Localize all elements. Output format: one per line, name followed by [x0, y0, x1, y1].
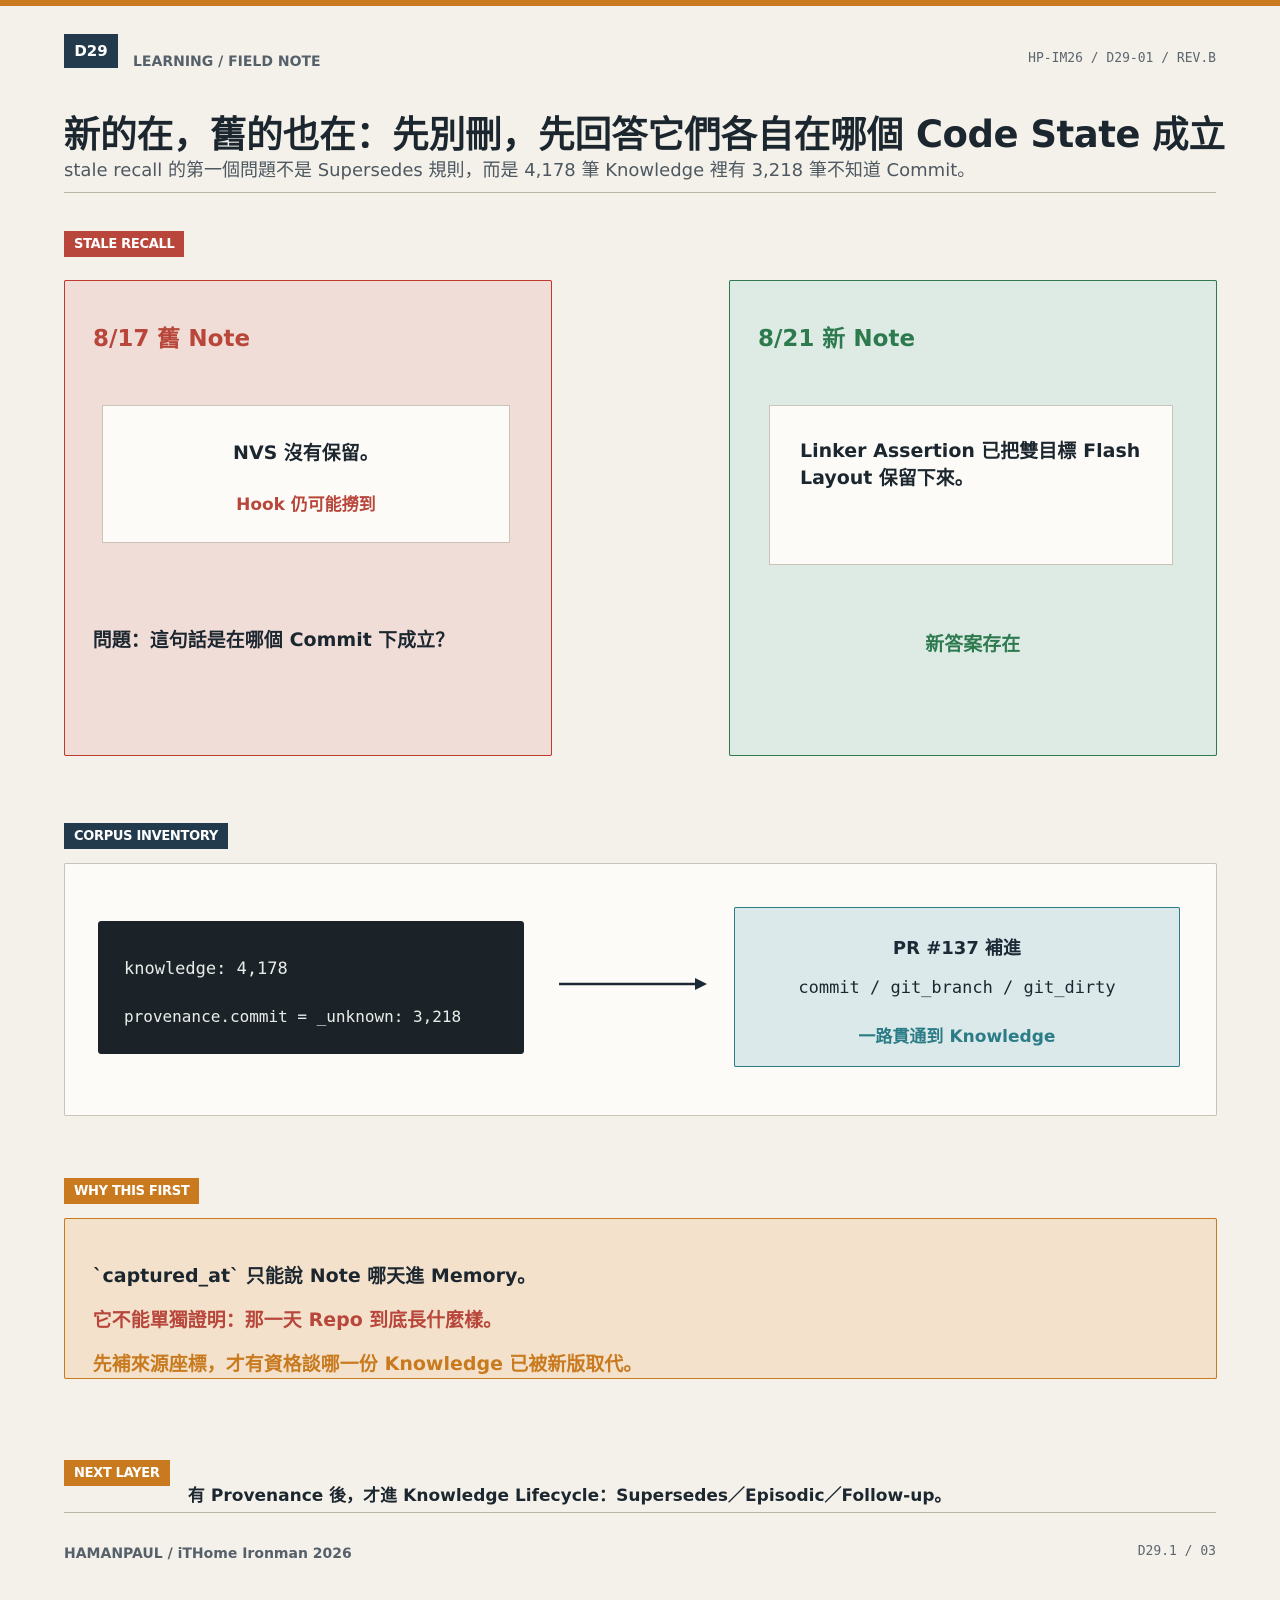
corpus-inventory-tag: CORPUS INVENTORY [64, 823, 228, 849]
why-this-first-tag: WHY THIS FIRST [64, 1178, 200, 1204]
old-note-card: NVS 沒有保留。 Hook 仍可能撈到 [102, 405, 510, 543]
new-note-answer: 新答案存在 [925, 633, 1021, 655]
why-line-1: `captured_at` 只能說 Note 哪天進 Memory。 [93, 1265, 537, 1287]
why-line-3: 先補來源座標，才有資格談哪一份 Knowledge 已被新版取代。 [93, 1353, 643, 1375]
footer-credit: HAMANPAUL / iTHome Ironman 2026 [64, 1546, 352, 1562]
new-note-statement: Linker Assertion 已把雙目標 Flash Layout 保留下來… [800, 440, 1141, 489]
new-note-heading: 8/21 新 Note [758, 326, 916, 352]
terminal-line-provenance: provenance.commit = _unknown: 3,218 [124, 1007, 462, 1026]
kicker: LEARNING / FIELD NOTE [133, 54, 321, 70]
old-note-question: 問題：這句話是在哪個 Commit 下成立？ [93, 629, 455, 651]
header-divider [64, 192, 1216, 193]
day-badge: D29 [64, 34, 118, 68]
terminal-block: knowledge: 4,178 provenance.commit = _un… [98, 921, 524, 1054]
page-title: 新的在，舊的也在：先別刪，先回答它們各自在哪個 Code State 成立 [64, 113, 1226, 156]
new-note-panel: 8/21 新 Note Linker Assertion 已把雙目標 Flash… [729, 280, 1217, 756]
why-line-2: 它不能單獨證明：那一天 Repo 到底長什麼樣。 [93, 1309, 503, 1331]
pr-card: PR #137 補進 commit / git_branch / git_dir… [734, 907, 1180, 1067]
arrow-right-icon [559, 978, 707, 990]
pr-note: 一路貫通到 Knowledge [858, 1027, 1056, 1047]
stale-recall-tag: STALE RECALL [64, 231, 185, 257]
next-layer-text: 有 Provenance 後，才進 Knowledge Lifecycle：Su… [188, 1486, 952, 1506]
footer-page-number: D29.1 / 03 [1137, 1544, 1216, 1559]
terminal-line-knowledge: knowledge: 4,178 [124, 959, 288, 979]
old-note-statement: NVS 沒有保留。 [233, 442, 379, 464]
pr-fields: commit / git_branch / git_dirty [798, 978, 1116, 998]
next-layer-tag: NEXT LAYER [64, 1460, 170, 1486]
footer-divider [64, 1512, 1216, 1513]
page-subtitle: stale recall 的第一個問題不是 Supersedes 規則，而是 4… [64, 160, 976, 181]
top-accent-bar [0, 0, 1280, 6]
doc-reference: HP-IM26 / D29-01 / REV.B [1028, 51, 1216, 66]
new-note-card: Linker Assertion 已把雙目標 Flash Layout 保留下來… [769, 405, 1173, 565]
corpus-inventory-panel: knowledge: 4,178 provenance.commit = _un… [64, 863, 1217, 1116]
old-note-heading: 8/17 舊 Note [93, 326, 251, 352]
old-note-sub: Hook 仍可能撈到 [236, 495, 376, 515]
why-this-first-panel: `captured_at` 只能說 Note 哪天進 Memory。 它不能單獨… [64, 1218, 1217, 1379]
old-note-panel: 8/17 舊 Note NVS 沒有保留。 Hook 仍可能撈到 問題：這句話是… [64, 280, 552, 756]
pr-heading: PR #137 補進 [892, 938, 1022, 959]
